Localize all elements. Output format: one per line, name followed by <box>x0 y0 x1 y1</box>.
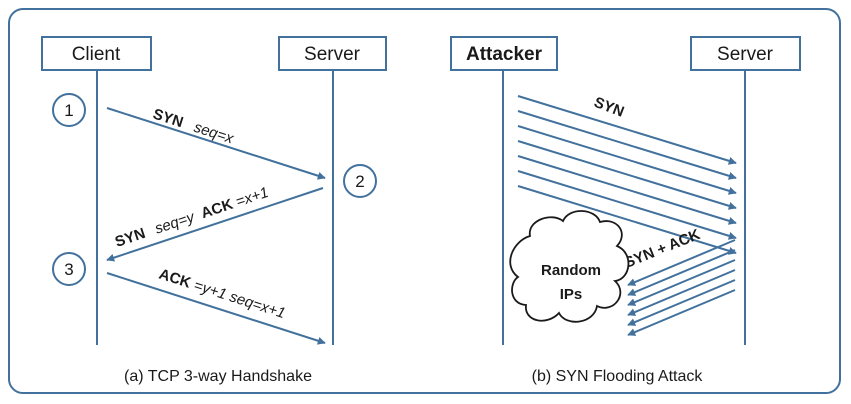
syn-flood-arrow <box>517 95 737 165</box>
ack-message-label: ACK =y+1 seq=x+1 <box>157 266 288 322</box>
syn-flood-caption: (b) SYN Flooding Attack <box>532 368 704 385</box>
syn-ack-seq-text: seq=y <box>153 208 198 237</box>
syn-ack-return-arrow <box>627 259 736 306</box>
client-box <box>41 36 152 71</box>
ack-keyword: ACK <box>157 266 193 292</box>
syn-ack-return-arrow <box>627 279 736 326</box>
step-3-circle <box>52 252 86 286</box>
syn-arrow <box>106 107 326 180</box>
step-1-number: 1 <box>64 101 73 120</box>
syn-ack-message-label: SYN seq=y ACK =x+1 <box>113 184 271 251</box>
attacker-label: Attacker <box>466 44 543 65</box>
syn-ack-return-arrow <box>627 239 736 286</box>
handshake-panel: Client Server 1 2 3 SYN seq=x SYN seq=y … <box>41 36 387 385</box>
syn-flood-arrow <box>517 140 737 210</box>
syn-flood-arrow <box>517 110 737 180</box>
server-label-left: Server <box>304 44 361 65</box>
syn-flood-label: SYN <box>592 94 627 121</box>
step-2-number: 2 <box>355 172 364 191</box>
syn-flood-arrow <box>517 170 737 240</box>
cloud-label-line-1: Random <box>541 262 601 279</box>
syn-flood-arrow <box>517 125 737 195</box>
client-label: Client <box>72 44 121 65</box>
random-ips-cloud <box>509 210 630 323</box>
syn-flood-arrow <box>517 155 737 225</box>
syn-ack-arrow <box>106 187 324 262</box>
step-1-circle <box>52 93 86 127</box>
syn-ack-return-arrow <box>627 289 736 336</box>
step-2-circle <box>343 164 377 198</box>
syn-flood-arrows <box>517 95 737 255</box>
server-box-right <box>690 36 801 71</box>
syn-ack-syn-keyword: SYN <box>113 225 148 251</box>
outer-frame <box>8 8 841 394</box>
syn-flood-panel: Attacker Server SYN SYN + ACK Random IPs… <box>450 36 801 385</box>
step-3-number: 3 <box>64 260 73 279</box>
attacker-box <box>450 36 558 71</box>
server-box-left <box>278 36 387 71</box>
syn-ack-return-arrow <box>627 249 736 296</box>
ack-arrow <box>106 272 326 345</box>
handshake-caption: (a) TCP 3-way Handshake <box>124 368 312 385</box>
syn-ack-return-arrows <box>627 239 736 336</box>
cloud-label-line-2: IPs <box>560 286 583 303</box>
syn-ack-label: SYN + ACK <box>622 226 703 272</box>
syn-ack-return-arrow <box>627 269 736 316</box>
server-label-right: Server <box>717 44 774 65</box>
syn-flood-arrow <box>517 185 737 255</box>
